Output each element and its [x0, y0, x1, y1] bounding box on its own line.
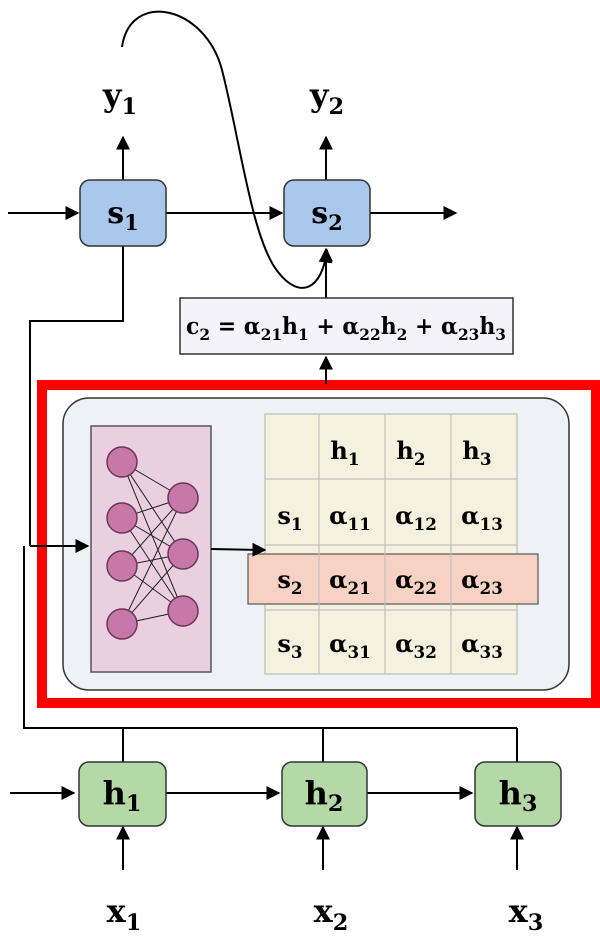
encoder-state-h3: [474, 761, 562, 827]
neuron: [167, 595, 199, 627]
neuron: [106, 502, 138, 534]
connections: [8, 10, 524, 870]
input-x2: x2: [314, 892, 349, 936]
encoder-state-label: h2: [305, 774, 344, 817]
neuron: [167, 538, 199, 570]
matrix-col-header: h3: [462, 436, 491, 469]
decoder-state-s1: [79, 179, 167, 247]
input-x3: x3: [509, 892, 544, 936]
attention-matrix: h1 h2 h3 s1 s2 s3 α11 α12 α13 α21 α22 α2…: [247, 413, 539, 675]
encoder-state-h1: [78, 761, 167, 827]
encoder-state-h2: [281, 761, 368, 827]
matrix-row-header: s2: [277, 565, 302, 598]
highlight-row: [247, 553, 539, 605]
matrix-col-header: h1: [330, 436, 359, 469]
matrix-cell: α13: [461, 501, 503, 534]
decoder-state-label: s2: [311, 196, 343, 235]
y1-feedback-curve: [121, 10, 333, 289]
decoder-state-label: s1: [107, 196, 139, 235]
matrix-cell: α11: [329, 501, 371, 534]
output-y1: y1: [102, 76, 137, 120]
neuron: [106, 550, 138, 582]
matrix-col-header: h2: [396, 436, 425, 469]
decoder-state-s2: [283, 179, 371, 247]
s1-to-attention-line: [29, 246, 124, 546]
matrix-cell: α33: [461, 629, 503, 662]
neuron: [106, 446, 138, 478]
matrix-cell: α12: [395, 501, 437, 534]
matrix-cell: α21: [329, 565, 371, 598]
encoder-state-label: h1: [103, 774, 142, 817]
matrix-cell: α23: [461, 565, 503, 598]
neuron: [167, 482, 199, 514]
neuron: [106, 608, 138, 640]
context-equation: c2 = α21h1 + α22h2 + α23h3: [186, 313, 506, 344]
encoder-bus-line: [23, 546, 517, 729]
matrix-row-header: s1: [277, 501, 302, 534]
matrix-cell: α22: [395, 565, 437, 598]
network-to-matrix-arrow: [210, 542, 267, 557]
matrix-row-header: s3: [277, 629, 302, 662]
output-y2: y2: [309, 76, 344, 120]
context-box: [179, 297, 514, 355]
network-neurons: [106, 446, 199, 640]
encoder-state-label: h3: [499, 774, 538, 817]
highlight-frame: [37, 380, 600, 708]
matrix-cell: α31: [329, 629, 371, 662]
matrix-cell: α32: [395, 629, 437, 662]
input-x1: x1: [107, 892, 142, 936]
